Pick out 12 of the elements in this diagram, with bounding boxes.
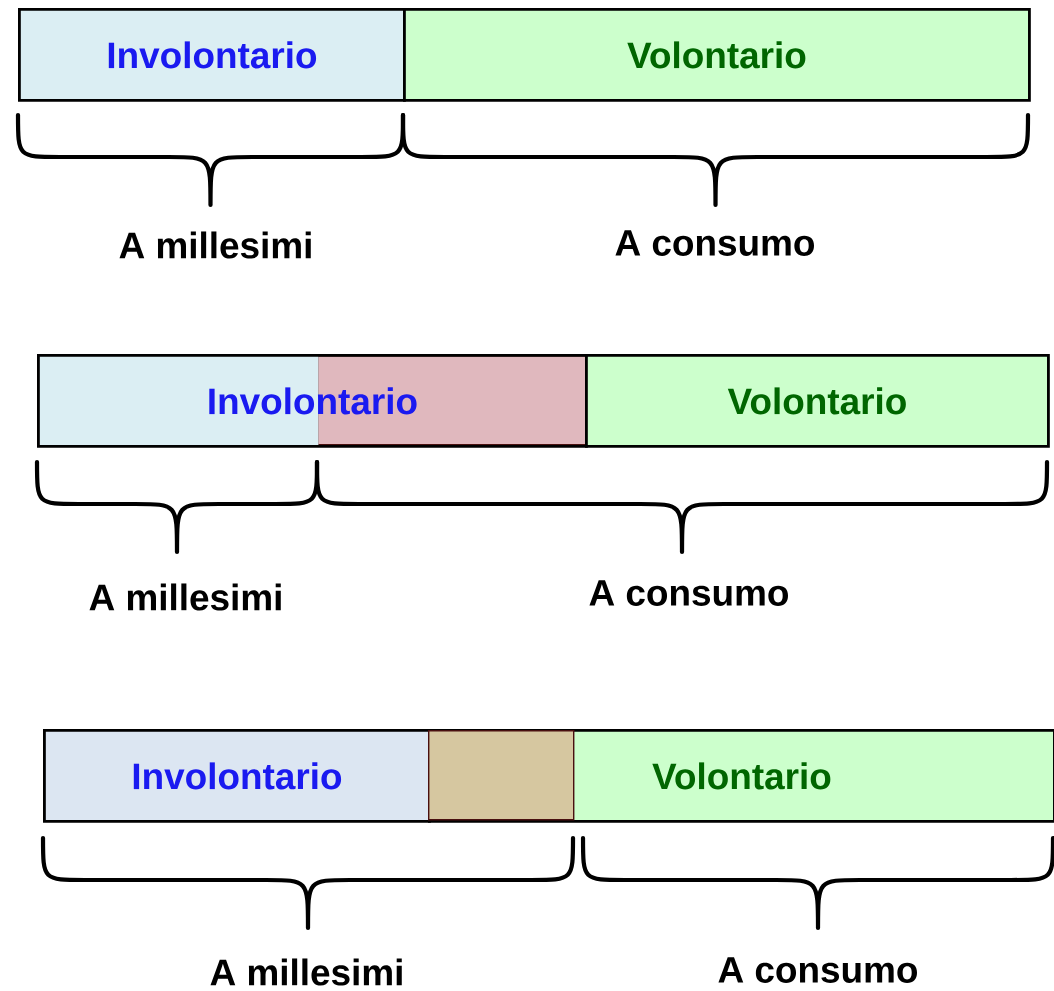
bar-segment: Involontario xyxy=(43,729,431,823)
label: A consumo xyxy=(718,957,917,983)
bar-segment: Volontario xyxy=(585,354,1050,448)
label: A millesimi xyxy=(210,958,402,986)
bar-segment: Involontario xyxy=(18,8,406,102)
label: A consumo xyxy=(589,580,788,606)
bar-segment: Volontario xyxy=(403,8,1031,102)
label: A consumo xyxy=(615,230,814,256)
label: A millesimi xyxy=(119,231,311,259)
label: A millesimi xyxy=(89,583,281,611)
shaded-band xyxy=(428,730,575,821)
bar-segment: Involontario xyxy=(37,354,588,448)
